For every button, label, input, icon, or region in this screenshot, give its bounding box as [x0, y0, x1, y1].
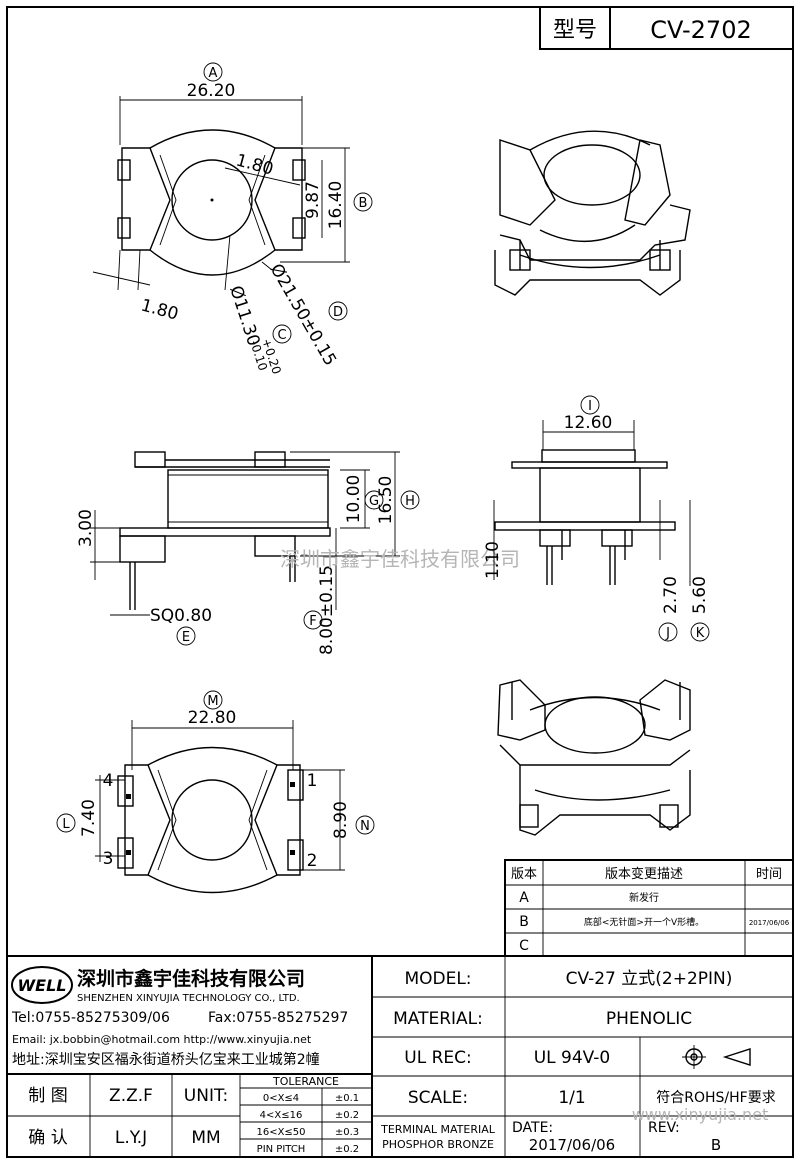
tolerance-title: TOLERANCE [272, 1075, 339, 1088]
unit-label: UNIT: [184, 1086, 228, 1106]
watermark-url: www.xinyujia.net [632, 1105, 769, 1124]
dim-side-pin: SQ0.80 [150, 606, 212, 626]
tag-f: F [309, 614, 316, 629]
dim-bottom-width: 22.80 [188, 708, 237, 728]
dim-top-outer-h: 16.40 [326, 181, 346, 230]
tol-range-2: 4<X≤16 [260, 1110, 303, 1121]
tol-value-3: ±0.3 [335, 1127, 359, 1138]
pin-label-1: 1 [307, 771, 318, 791]
side-view: 3.00 10.00 G 16.50 H SQ0.80 E 8.00±0.15 … [76, 451, 420, 655]
rev-row-a-desc: 新发行 [629, 891, 659, 904]
tol-range-1: 0<X≤4 [263, 1093, 299, 1104]
tag-k: K [696, 626, 705, 641]
tag-j: J [665, 626, 670, 641]
date-value: 2017/06/06 [529, 1136, 615, 1154]
rev-header-date: 时间 [756, 867, 782, 882]
tag-n: N [360, 819, 370, 834]
tag-c: C [277, 328, 286, 343]
terminal-label-2: PHOSPHOR BRONZE [382, 1138, 494, 1151]
pin-label-4: 4 [103, 771, 114, 791]
model-value: CV-27 立式(2+2PIN) [566, 969, 733, 989]
company-name-en: SHENZHEN XINYUJIA TECHNOLOGY CO., LTD. [77, 993, 300, 1004]
dim-side-inner-h: 10.00 [344, 475, 364, 524]
unit-value: MM [191, 1128, 220, 1148]
tag-i: I [588, 399, 592, 414]
tag-h: H [405, 494, 415, 509]
draw-label: 制 图 [28, 1086, 67, 1106]
projection-symbol-icon [682, 1045, 751, 1069]
material-label: MATERIAL: [393, 1009, 483, 1029]
dim-side-height: 8.00±0.15 [317, 565, 337, 655]
dim-front-top: 12.60 [564, 413, 613, 433]
date-label: DATE: [512, 1120, 553, 1136]
draw-value: Z.Z.F [109, 1086, 153, 1106]
pin-label-3: 3 [103, 849, 114, 869]
header-model-box: 型号 CV-2702 [539, 6, 794, 50]
tag-b: B [359, 196, 368, 211]
dim-bottom-left-h: 7.40 [79, 799, 99, 837]
dim-front-j: 2.70 [661, 576, 681, 614]
company-tel: Tel:0755-85275309/06 [11, 1010, 170, 1026]
dim-side-total-h: 16.50 [376, 476, 396, 525]
dim-bottom-right-h: 8.90 [331, 801, 351, 839]
tag-l: L [62, 817, 70, 832]
company-email: Email: jx.bobbin@hotmail.com http://www.… [12, 1033, 312, 1046]
dim-top-inner-h: 9.87 [303, 181, 323, 219]
rev-row-b-desc: 底部<无针面>开一个V形槽。 [584, 916, 704, 928]
company-name-cn: 深圳市鑫宇佳科技有限公司 [77, 967, 305, 990]
rev-value: B [711, 1136, 721, 1154]
tol-range-4: PIN PITCH [257, 1144, 306, 1155]
header-model-value: CV-2702 [650, 16, 752, 44]
iso-view-bottom [497, 679, 691, 836]
rohs-note: 符合ROHS/HF要求 [656, 1090, 775, 1106]
dim-top-slot2: 1.80 [139, 296, 181, 325]
sheet-border [6, 6, 794, 1158]
scale-label: SCALE: [408, 1088, 468, 1108]
company-logo-text: WELL [18, 976, 67, 995]
company-logo: WELL [11, 966, 73, 1004]
front-view: 12.60 I 1.10 2.70 J 5.60 K [483, 395, 710, 642]
ulrec-value: UL 94V-0 [534, 1048, 611, 1068]
tol-range-3: 16<X≤50 [256, 1127, 305, 1138]
tol-value-2: ±0.2 [335, 1110, 359, 1121]
dim-side-flange: 3.00 [76, 509, 96, 547]
check-value: L.Y.J [115, 1128, 147, 1148]
ulrec-label: UL REC: [404, 1048, 471, 1068]
company-address: 地址:深圳宝安区福永街道桥头亿宝来工业城第2幢 [12, 1051, 320, 1068]
company-fax: Fax:0755-85275297 [208, 1010, 348, 1026]
dim-front-pin-len: 1.10 [483, 541, 503, 579]
tag-d: D [333, 305, 343, 320]
rev-row-a-ver: A [519, 890, 529, 906]
rev-row-c-ver: C [519, 938, 529, 954]
rev-row-b-ver: B [519, 914, 529, 930]
material-value: PHENOLIC [606, 1009, 692, 1029]
rev-header-ver: 版本 [511, 867, 537, 882]
rev-row-b-date: 2017/06/06 [749, 919, 790, 927]
scale-value: 1/1 [558, 1088, 585, 1108]
tol-value-1: ±0.1 [335, 1093, 359, 1104]
rev-header-desc: 版本变更描述 [605, 866, 683, 882]
pin-label-2: 2 [307, 851, 318, 871]
dim-front-k: 5.60 [690, 576, 710, 614]
tag-m: M [207, 694, 218, 709]
watermark: 深圳市鑫宇佳科技有限公司 [280, 547, 520, 571]
revision-table: 版本 版本变更描述 时间 A 新发行 B 底部<无针面>开一个V形槽。 2017… [504, 859, 794, 957]
iso-view-top [494, 130, 691, 296]
tag-a: A [209, 66, 218, 81]
header-model-label: 型号 [553, 18, 597, 43]
tol-value-4: ±0.2 [335, 1144, 359, 1155]
tag-g: G [369, 494, 379, 509]
dim-top-width: 26.20 [187, 81, 236, 101]
terminal-label-1: TERMINAL MATERIAL [380, 1123, 496, 1136]
model-label: MODEL: [404, 969, 471, 989]
bottom-view: 22.80 M 4 3 1 2 7.40 L 8.90 N [56, 690, 375, 894]
top-view: 26.20 A 1.80 9.87 16.40 B 1.80 Ø11.30 +0… [92, 62, 373, 376]
rev-label: REV: [648, 1120, 680, 1136]
title-block: WELL 深圳市鑫宇佳科技有限公司 SHENZHEN XINYUJIA TECH… [7, 955, 793, 1157]
tag-e: E [182, 630, 190, 645]
check-label: 确 认 [28, 1128, 67, 1148]
dim-top-slot: 1.80 [234, 151, 276, 180]
